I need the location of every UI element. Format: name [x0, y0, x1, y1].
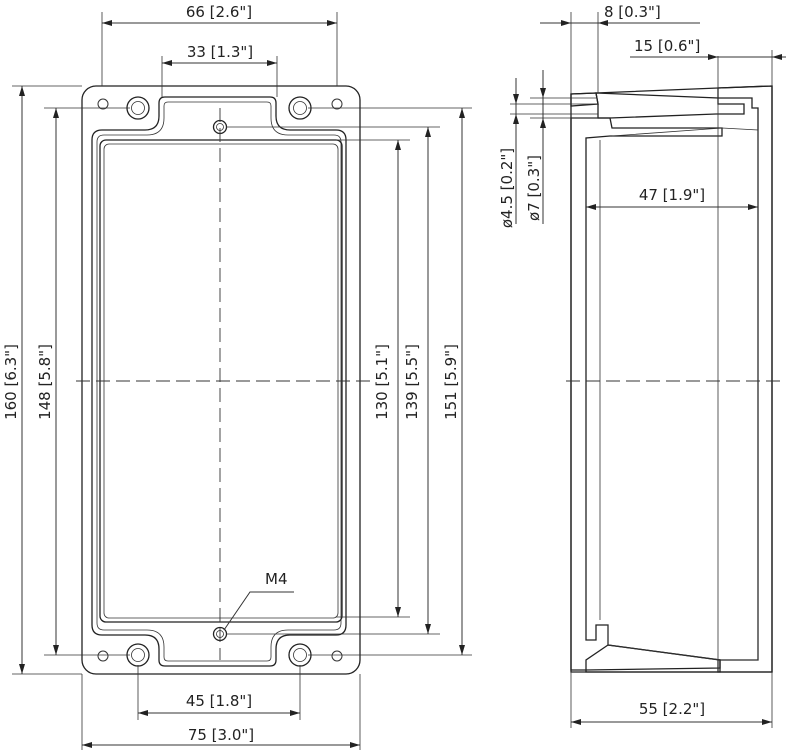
svg-text:8 [0.3"]: 8 [0.3"] [604, 3, 661, 21]
mount-hole-bottom-left [97, 650, 109, 662]
dim-side-55: 55 [2.2"] [571, 700, 772, 725]
m4-leader-line [223, 591, 294, 631]
screw-hole-bottom-right [288, 643, 312, 667]
dim-bottom-75: 75 [3.0"] [82, 726, 360, 748]
svg-text:33 [1.3"]: 33 [1.3"] [187, 43, 253, 61]
front-outer-flange [81, 85, 361, 675]
svg-text:45 [1.8"]: 45 [1.8"] [186, 692, 252, 710]
front-view: M4 66 [2.6"] [2, 3, 472, 750]
side-top-lip [595, 92, 745, 119]
screw-hole-top-right [288, 96, 312, 120]
svg-text:75 [3.0"]: 75 [3.0"] [188, 726, 254, 744]
svg-text:47 [1.9"]: 47 [1.9"] [639, 186, 705, 204]
front-extension-lines [12, 12, 472, 750]
mount-hole-top-left [97, 98, 109, 110]
svg-text:151 [5.9"]: 151 [5.9"] [442, 344, 460, 420]
front-body-outline [91, 96, 347, 667]
svg-text:66 [2.6"]: 66 [2.6"] [186, 3, 252, 21]
side-outer-outline [570, 85, 773, 673]
dim-side-hole-large: ø7 [0.3"] [525, 70, 546, 224]
svg-text:139 [5.5"]: 139 [5.5"] [403, 344, 421, 420]
screw-hole-top-left [126, 96, 150, 120]
dim-height-148: 148 [5.8"] [36, 108, 59, 655]
dim-side-47: 47 [1.9"] [586, 186, 758, 210]
screw-hole-bottom-left [126, 643, 150, 667]
side-view: 8 [0.3"] 15 [0.6"] 47 [1.9"] 55 [2.2"] ø… [498, 3, 786, 728]
svg-text:ø7 [0.3"]: ø7 [0.3"] [525, 155, 543, 221]
dim-top-66: 66 [2.6"] [102, 3, 337, 26]
side-extension-lines [510, 12, 773, 728]
front-body-inner-outline [96, 101, 342, 662]
dim-height-130: 130 [5.1"] [373, 140, 401, 617]
side-inner-cavity [607, 127, 759, 661]
dim-side-8: 8 [0.3"] [540, 3, 700, 26]
dim-top-33: 33 [1.3"] [162, 43, 277, 66]
svg-text:160 [6.3"]: 160 [6.3"] [2, 344, 20, 420]
svg-text:55 [2.2"]: 55 [2.2"] [639, 700, 705, 718]
mount-hole-top-right [331, 98, 343, 110]
dim-side-hole-small: ø4.5 [0.2"] [498, 78, 519, 228]
dim-height-151: 151 [5.9"] [442, 108, 465, 655]
dim-bottom-45: 45 [1.8"] [138, 692, 300, 716]
dim-height-160: 160 [6.3"] [2, 86, 25, 674]
svg-text:130 [5.1"]: 130 [5.1"] [373, 344, 391, 420]
mount-hole-bottom-right [331, 650, 343, 662]
svg-text:ø4.5 [0.2"]: ø4.5 [0.2"] [498, 148, 516, 228]
svg-text:148 [5.8"]: 148 [5.8"] [36, 344, 54, 420]
svg-text:15 [0.6"]: 15 [0.6"] [634, 37, 700, 55]
side-left-wall-lower [570, 117, 723, 671]
m4-label: M4 [265, 570, 288, 588]
dim-height-139: 139 [5.5"] [403, 127, 431, 634]
dim-side-15: 15 [0.6"] [630, 37, 786, 60]
side-top-rim-section [717, 85, 773, 673]
